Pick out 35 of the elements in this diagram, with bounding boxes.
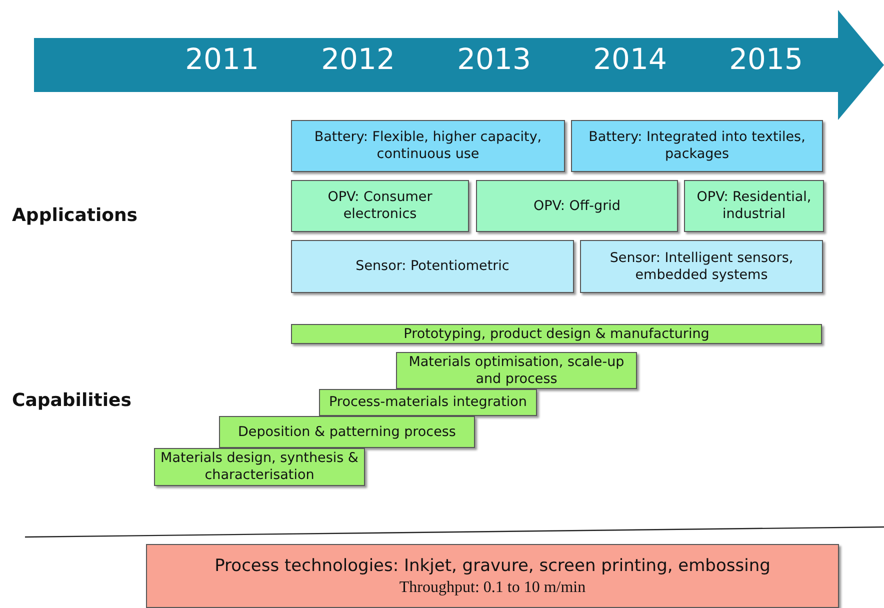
year-label: 2012 bbox=[321, 42, 395, 76]
box-text: Process technologies: Inkjet, gravure, screen printing, embossing bbox=[214, 555, 770, 577]
box-text: Prototyping, product design & manufacturing bbox=[404, 326, 710, 342]
box-text: Sensor: Intelligent sensors, embedded systems bbox=[608, 250, 794, 284]
row-heading: Applications bbox=[12, 205, 138, 226]
box-text: Materials design, synthesis & characterisation bbox=[160, 450, 360, 484]
roadmap-box bbox=[291, 324, 822, 344]
roadmap-box bbox=[291, 120, 565, 172]
roadmap-box bbox=[319, 389, 537, 416]
box-text: OPV: Off-grid bbox=[534, 198, 620, 214]
box-text: Process-materials integration bbox=[329, 394, 527, 411]
roadmap-box bbox=[684, 180, 824, 232]
roadmap-box bbox=[396, 352, 637, 389]
roadmap-box bbox=[476, 180, 678, 232]
box-text: Materials optimisation, scale-up and process bbox=[408, 354, 626, 388]
roadmap-box bbox=[291, 180, 469, 232]
year-label: 2015 bbox=[729, 42, 803, 76]
row-heading: Capabilities bbox=[12, 390, 132, 411]
box-text: Battery: Flexible, higher capacity, continuous use bbox=[313, 129, 543, 163]
roadmap-box bbox=[154, 448, 365, 486]
box-text: Sensor: Potentiometric bbox=[356, 258, 510, 275]
roadmap-box bbox=[146, 544, 839, 608]
year-label: 2014 bbox=[593, 42, 667, 76]
year-label: 2011 bbox=[185, 42, 259, 76]
box-text: OPV: Residential, industrial bbox=[696, 189, 812, 223]
box-subtext: Throughput: 0.1 to 10 m/min bbox=[399, 578, 586, 598]
box-text: Deposition & patterning process bbox=[238, 424, 456, 440]
timeline-arrow bbox=[34, 10, 884, 120]
roadmap-box bbox=[219, 416, 475, 448]
box-text: Battery: Integrated into textiles, packages bbox=[588, 129, 806, 163]
roadmap-box bbox=[571, 120, 823, 172]
roadmap-box bbox=[291, 240, 574, 293]
year-label: 2013 bbox=[457, 42, 531, 76]
roadmap-box bbox=[580, 240, 823, 293]
box-text: OPV: Consumer electronics bbox=[326, 189, 434, 223]
